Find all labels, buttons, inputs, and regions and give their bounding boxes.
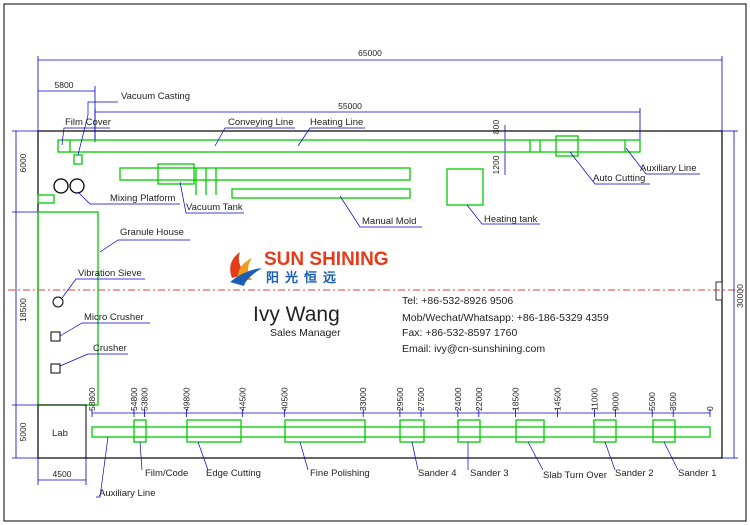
- dimension-lines: [12, 56, 738, 485]
- label-sander4: Sander 4: [418, 468, 457, 479]
- label-fine-polishing: Fine Polishing: [310, 468, 370, 479]
- dim-auto-cut-h2: 1200: [491, 155, 501, 174]
- dim-auto-cut-h1: 800: [491, 120, 501, 134]
- dim-total-height: 30000: [735, 284, 745, 308]
- dim-left-height: 6000: [18, 153, 28, 172]
- bottom-dim-33000: 33000: [358, 387, 368, 411]
- contact-mobile: Mob/Wechat/Whatsapp: +86-186-5329 4359: [402, 312, 609, 324]
- bottom-dim-29500: 29500: [395, 387, 405, 411]
- label-vacuum-casting: Vacuum Casting: [121, 91, 190, 102]
- label-edge-cutting: Edge Cutting: [206, 468, 261, 479]
- logo-text-en: SUN SHINING: [264, 249, 389, 270]
- dim-lab-width: 4500: [53, 469, 72, 479]
- bottom-dim-49800: 49800: [182, 387, 192, 411]
- leader-lines-top: [59, 101, 700, 367]
- bottom-dim-54800: 54800: [129, 387, 139, 411]
- bottom-dim-40500: 40500: [279, 387, 289, 411]
- label-film-code: Film/Code: [145, 468, 188, 479]
- dim-film-cover-offset: 5800: [55, 80, 74, 90]
- label-auxiliary-line-bottom: Auxiliary Line: [99, 488, 156, 499]
- micro-crusher-symbol: [50, 331, 61, 342]
- dim-mid-height: 18500: [18, 298, 28, 322]
- contact-email: Email: ivy@cn-sunshining.com: [402, 343, 545, 355]
- label-auto-cutting: Auto Cutting: [593, 173, 645, 184]
- label-vibration-sieve: Vibration Sieve: [78, 268, 142, 279]
- label-auxiliary-line-top: Auxiliary Line: [640, 163, 697, 174]
- top-equipment: [37, 135, 641, 406]
- contact-tel: Tel: +86-532-8926 9506: [402, 295, 513, 307]
- bottom-dim-22000: 22000: [474, 387, 484, 411]
- bottom-dim-0: 0: [705, 406, 715, 411]
- sun-shining-logo: SUN SHINING 阳光恒远: [230, 249, 389, 286]
- bottom-dim-27500: 27500: [416, 387, 426, 411]
- contact-fax: Fax: +86-532-8597 1760: [402, 327, 517, 339]
- bottom-dim-3500: 3500: [668, 392, 678, 411]
- bottom-dim-9000: 9000: [610, 392, 620, 411]
- bottom-dim-11000: 11000: [589, 388, 599, 411]
- bottom-dim-18500: 18500: [511, 387, 521, 411]
- bottom-dim-53800: 53800: [140, 387, 150, 411]
- label-sander3: Sander 3: [470, 468, 509, 479]
- bottom-equipment: [91, 419, 711, 443]
- label-heating-line: Heating Line: [310, 117, 363, 128]
- label-film-cover: Film Cover: [65, 117, 111, 128]
- contact-title: Sales Manager: [270, 327, 341, 339]
- label-crusher: Crusher: [93, 343, 127, 354]
- label-lab: Lab: [52, 428, 68, 439]
- label-granule-house: Granule House: [120, 227, 184, 238]
- bottom-dim-44500: 44500: [237, 387, 247, 411]
- dim-total-length: 65000: [358, 48, 382, 58]
- leader-lines-bottom: [96, 436, 679, 498]
- bottom-dim-5500: 5500: [647, 392, 657, 411]
- label-manual-mold: Manual Mold: [362, 216, 416, 227]
- label-sander1: Sander 1: [678, 468, 717, 479]
- label-mixing-platform: Mixing Platform: [110, 193, 176, 204]
- drawing-border: [3, 3, 747, 522]
- bottom-dim-24000: 24000: [453, 387, 463, 411]
- label-conveying-line: Conveying Line: [228, 117, 294, 128]
- door-right: [715, 281, 723, 301]
- label-micro-crusher: Micro Crusher: [84, 312, 144, 323]
- label-sander2: Sander 2: [615, 468, 654, 479]
- crushers: [50, 296, 64, 374]
- contact-name: Ivy Wang: [253, 303, 340, 326]
- label-heating-tank: Heating tank: [484, 214, 538, 225]
- label-slab-turn-over: Slab Turn Over: [543, 470, 607, 481]
- dim-bottom-left-height: 5000: [18, 422, 28, 441]
- logo-text-cn: 阳光恒远: [266, 270, 342, 286]
- crusher-symbol: [50, 363, 61, 374]
- lab-room: [37, 404, 87, 459]
- label-vacuum-tank: Vacuum Tank: [186, 202, 243, 213]
- dim-heating-length: 55000: [338, 101, 362, 111]
- bottom-dim-58800: 58800: [87, 387, 97, 411]
- vibration-sieve-symbol: [52, 296, 64, 308]
- bottom-dim-14500: 14500: [553, 387, 563, 411]
